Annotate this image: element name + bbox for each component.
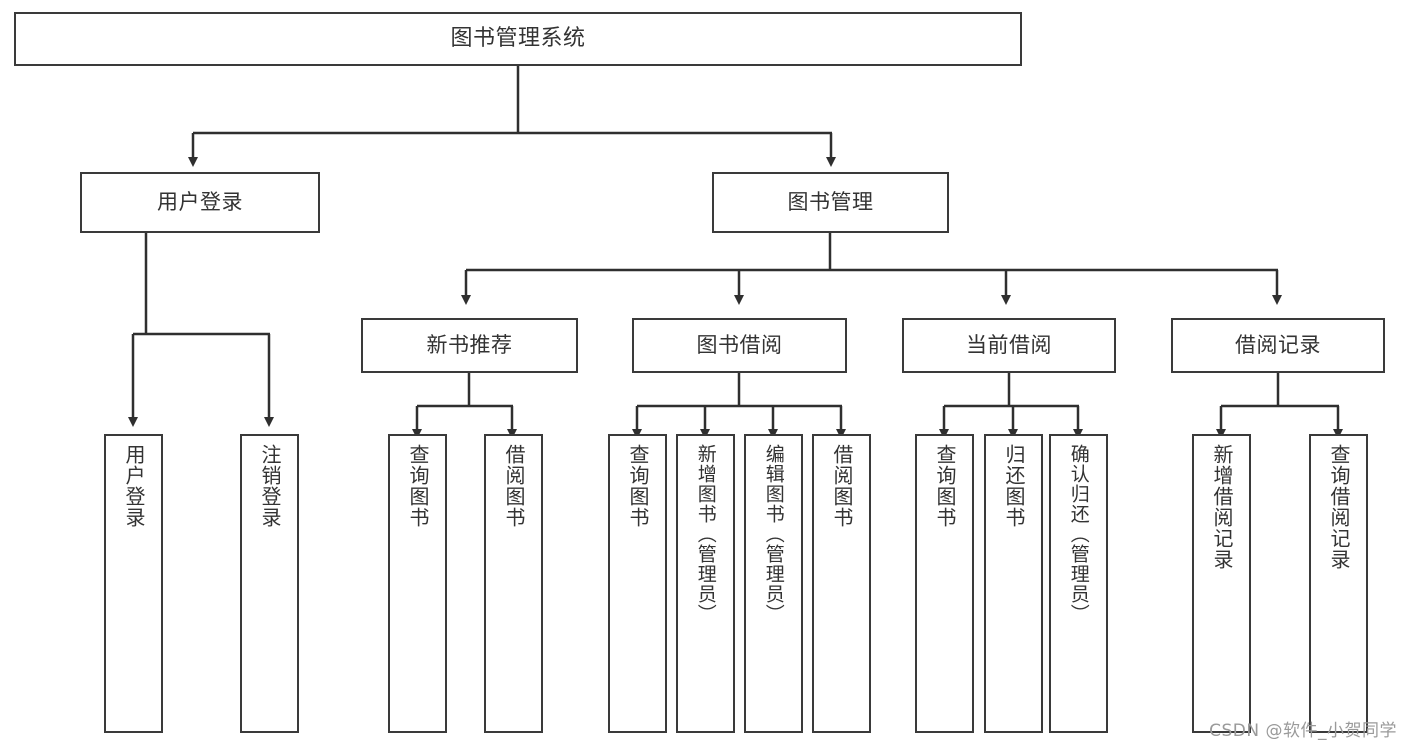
leaf-label: 注销登录	[258, 444, 282, 528]
leaf-book-borrow-add-book-admin[interactable]: 新增图书（管理员）	[676, 434, 735, 733]
node-borrow-record[interactable]: 借阅记录	[1171, 318, 1385, 373]
leaf-label: 查询图书	[933, 444, 957, 528]
node-label: 用户登录	[157, 189, 243, 214]
leaf-label: 用户登录	[122, 444, 146, 528]
node-label: 图书借阅	[696, 332, 783, 357]
node-label: 当前借阅	[966, 332, 1052, 357]
node-book-borrow[interactable]: 图书借阅	[632, 318, 847, 373]
leaf-current-borrow-return-book[interactable]: 归还图书	[984, 434, 1043, 733]
leaf-borrow-record-query-record[interactable]: 查询借阅记录	[1309, 434, 1368, 733]
leaf-current-borrow-confirm-return-admin[interactable]: 确认归还（管理员）	[1049, 434, 1108, 733]
leaf-label: 新增借阅记录	[1210, 444, 1234, 570]
leaf-label: 查询图书	[626, 444, 650, 528]
node-label: 新书推荐	[426, 332, 513, 357]
node-label: 图书管理系统	[450, 25, 586, 51]
leaf-label: 查询借阅记录	[1327, 444, 1351, 570]
leaf-current-borrow-query-book[interactable]: 查询图书	[915, 434, 974, 733]
node-label: 借阅记录	[1235, 332, 1321, 357]
leaf-borrow-record-add-record[interactable]: 新增借阅记录	[1192, 434, 1251, 733]
watermark: CSDN @软件_小贺同学	[1209, 721, 1397, 741]
node-book-management[interactable]: 图书管理	[712, 172, 949, 233]
leaf-label: 借阅图书	[502, 444, 526, 528]
node-new-book-recommend[interactable]: 新书推荐	[361, 318, 578, 373]
leaf-label: 借阅图书	[830, 444, 854, 528]
leaf-label: 查询图书	[406, 444, 430, 528]
node-user-login[interactable]: 用户登录	[80, 172, 320, 233]
node-root-book-management-system[interactable]: 图书管理系统	[14, 12, 1022, 66]
leaf-label: 新增图书（管理员）	[694, 444, 717, 624]
leaf-user-login-logout[interactable]: 注销登录	[240, 434, 299, 733]
leaf-book-borrow-borrow-book[interactable]: 借阅图书	[812, 434, 871, 733]
leaf-book-borrow-query-book[interactable]: 查询图书	[608, 434, 667, 733]
node-current-borrow[interactable]: 当前借阅	[902, 318, 1116, 373]
leaf-user-login-login[interactable]: 用户登录	[104, 434, 163, 733]
leaf-label: 归还图书	[1002, 444, 1026, 528]
leaf-new-book-query-book[interactable]: 查询图书	[388, 434, 447, 733]
leaf-label: 确认归还（管理员）	[1067, 444, 1090, 624]
leaf-new-book-borrow-book[interactable]: 借阅图书	[484, 434, 543, 733]
leaf-label: 编辑图书（管理员）	[762, 444, 785, 624]
node-label: 图书管理	[787, 189, 874, 214]
leaf-book-borrow-edit-book-admin[interactable]: 编辑图书（管理员）	[744, 434, 803, 733]
